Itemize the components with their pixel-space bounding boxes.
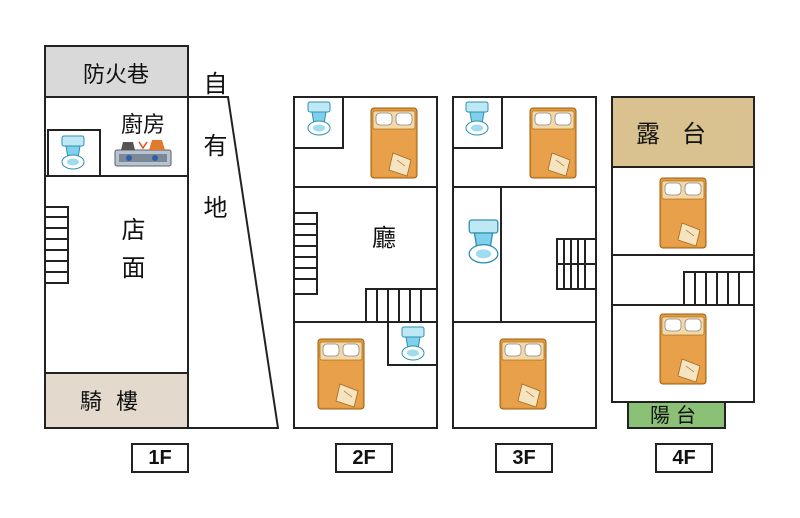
stairs-icon [556, 238, 597, 290]
shop-label: 店面 [117, 217, 145, 293]
fire-lane-label: 防火巷 [83, 63, 149, 88]
bed-icon [529, 107, 577, 179]
terrace-label: 露台 [636, 120, 728, 148]
kitchen-label: 廚房 [121, 113, 165, 138]
private-land-label: 自有地 [199, 71, 227, 257]
floor-label-3f: 3F [495, 443, 553, 473]
bed-icon [317, 338, 365, 410]
floor-4: 露台 陽台 [611, 96, 755, 429]
balcony-label: 陽台 [650, 403, 702, 427]
stairs-icon [44, 206, 69, 284]
floor-3 [452, 96, 597, 429]
bed-icon [370, 107, 418, 179]
fire-lane-room [44, 45, 189, 98]
floor-label-1f: 1F [131, 443, 189, 473]
floor-label-2f: 2F [335, 443, 393, 473]
bed-icon [499, 338, 547, 410]
stairs-icon [683, 271, 755, 306]
arcade-label: 騎樓 [80, 390, 152, 415]
bed-icon [659, 177, 707, 249]
balcony-room [627, 401, 726, 429]
private-land-area [187, 96, 280, 429]
arcade-room [44, 372, 189, 429]
floor-label-4f: 4F [655, 443, 713, 473]
terrace-room [611, 96, 755, 168]
floor-2: 廳 [293, 96, 438, 429]
stairs-icon [365, 288, 438, 323]
floor-1: 防火巷 騎樓 廚房 店面 自有地 [44, 45, 280, 429]
stairs-icon [293, 212, 318, 295]
bed-icon [659, 313, 707, 385]
living-label: 廳 [372, 224, 396, 252]
